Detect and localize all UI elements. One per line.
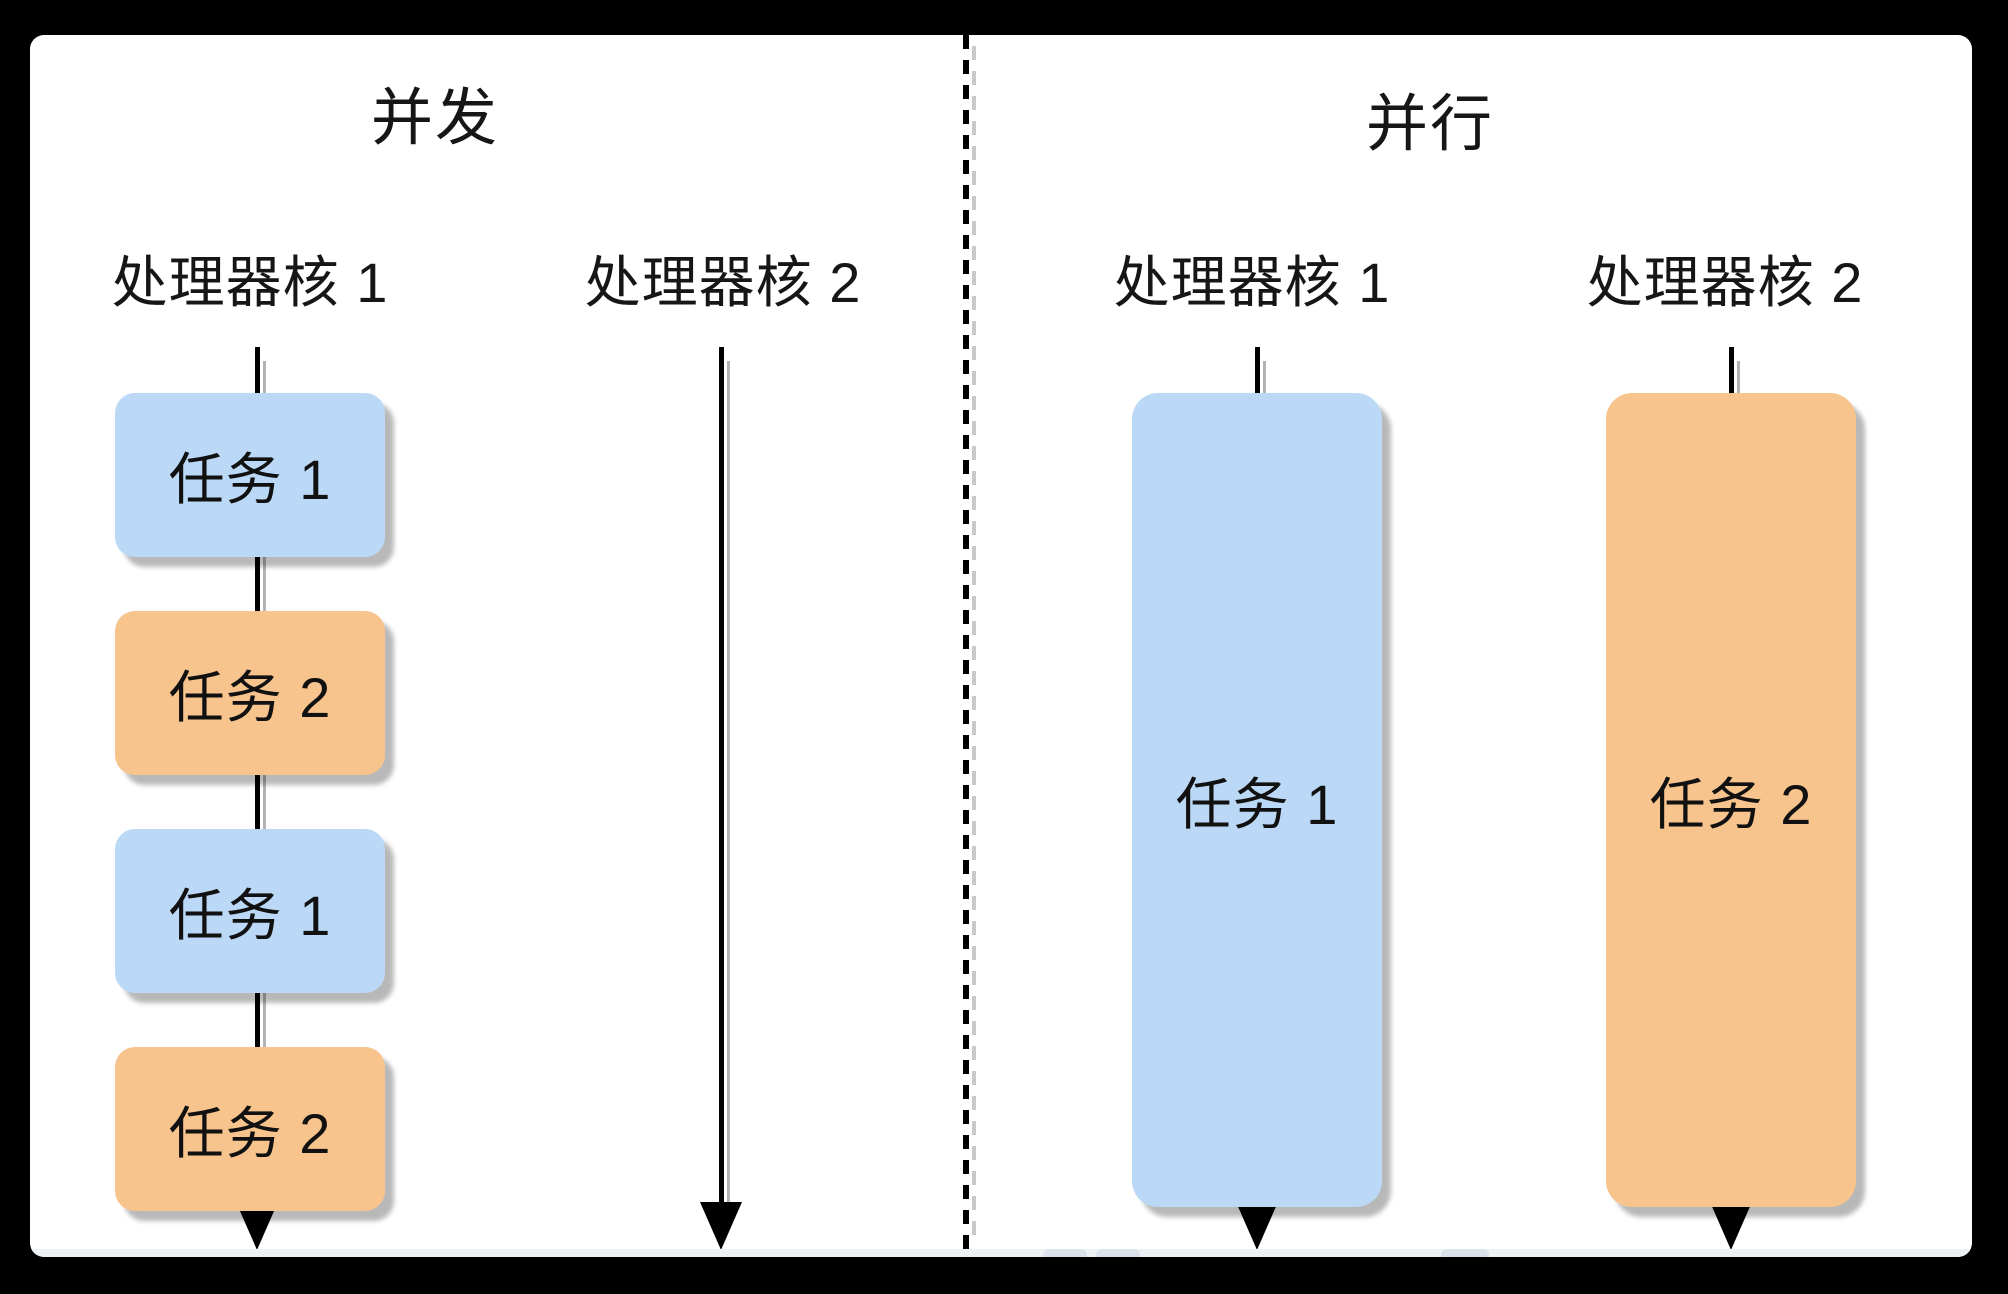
ui-tab — [1096, 1249, 1140, 1257]
concurrency-core2-timeline — [719, 347, 724, 1205]
task-box: 任务 2 — [115, 611, 385, 775]
task-label: 任务 1 — [168, 447, 332, 511]
diagram-canvas: 并发 并行 处理器核 1 处理器核 2 处理器核 1 处理器核 2 任务 1 任… — [30, 35, 1972, 1257]
task-box: 任务 1 — [115, 829, 385, 993]
task-box: 任务 1 — [1132, 393, 1382, 1207]
concurrency-core1-label: 处理器核 1 — [111, 251, 389, 314]
ui-tab — [1441, 1249, 1489, 1257]
section-divider-shadow — [972, 35, 976, 1243]
section-divider — [963, 35, 969, 1249]
task-box: 任务 2 — [1606, 393, 1856, 1207]
task-box: 任务 2 — [115, 1047, 385, 1211]
ui-tab — [1043, 1249, 1087, 1257]
concurrency-title: 并发 — [370, 84, 500, 153]
parallelism-core1-label: 处理器核 1 — [1113, 251, 1391, 314]
parallelism-title: 并行 — [1365, 90, 1495, 159]
concurrency-core1-timeline — [255, 347, 260, 1205]
arrow-down-icon — [1710, 1202, 1752, 1250]
timeline-shadow — [727, 361, 730, 1205]
task-label: 任务 2 — [1649, 772, 1813, 836]
arrow-down-icon — [1236, 1202, 1278, 1250]
arrow-down-icon — [700, 1202, 742, 1250]
concurrency-core2-label: 处理器核 2 — [584, 251, 862, 314]
bottom-ui-strip — [30, 1249, 1972, 1257]
parallelism-core2-label: 处理器核 2 — [1586, 251, 1864, 314]
task-label: 任务 2 — [168, 665, 332, 729]
task-box: 任务 1 — [115, 393, 385, 557]
timeline-shadow — [263, 361, 266, 1205]
task-label: 任务 1 — [1175, 772, 1339, 836]
task-label: 任务 2 — [168, 1101, 332, 1165]
task-label: 任务 1 — [168, 883, 332, 947]
